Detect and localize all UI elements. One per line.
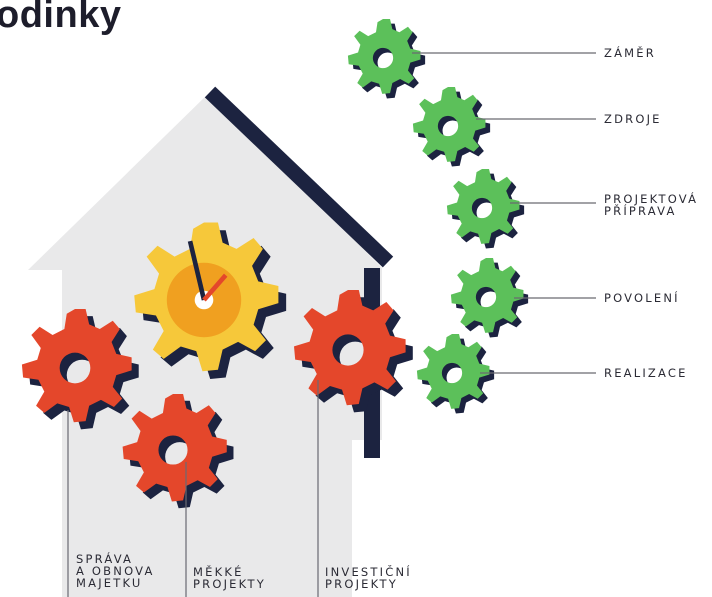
step-label-povoleni: POVOLENÍ [604, 292, 680, 304]
type-label-mekke: MĚKKÉ PROJEKTY [193, 566, 266, 590]
step-label-projektova-priprava: PROJEKTOVÁ PŘÍPRAVA [604, 193, 698, 217]
gear-zdroje-icon [413, 87, 490, 167]
gear-realizace-icon [417, 334, 494, 414]
step-label-zamer: ZÁMĚR [604, 47, 656, 59]
step-label-realizace: REALIZACE [604, 367, 688, 379]
gear-zamer-icon [348, 19, 425, 99]
step-label-zdroje: ZDROJE [604, 113, 662, 125]
gear-projektova-priprava-icon [447, 169, 524, 249]
type-label-investicni: INVESTIČNÍ PROJEKTY [325, 566, 412, 590]
type-label-sprava: SPRÁVA A OBNOVA MAJETKU [76, 553, 155, 589]
